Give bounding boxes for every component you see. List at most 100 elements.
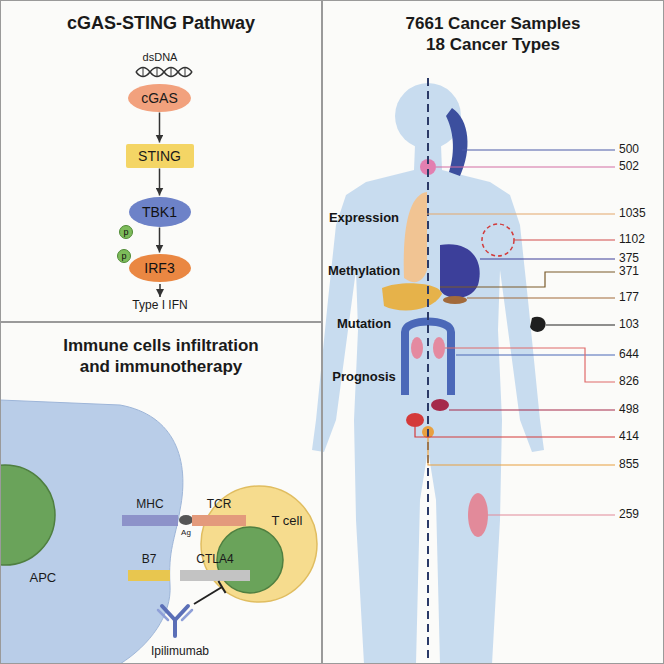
part-label: Type I IFN (132, 299, 187, 313)
organ-shape (433, 337, 445, 359)
panel-box: 7661 Cancer Samples 18 Cancer Types (322, 0, 664, 664)
sample-count: 498 (619, 403, 639, 417)
leader-line (415, 150, 615, 515)
label-holder: 375 (619, 252, 639, 266)
dna-helix (136, 68, 192, 77)
sample-count: 826 (619, 375, 639, 389)
data-type-label: Methylation (328, 264, 400, 279)
t-cell (201, 486, 317, 602)
sample-count: 1035 (619, 207, 646, 221)
label-holder: 1035 (619, 207, 646, 221)
leader-line (480, 258, 615, 259)
phosphate-dot (118, 250, 131, 263)
data-type-label: Mutation (337, 317, 391, 332)
sample-count: 500 (619, 143, 639, 157)
panel-heading: cGAS-STING Pathway (21, 13, 301, 34)
dna-helix (171, 68, 172, 76)
label-holder: Type I IFN (132, 299, 187, 313)
label-holder: 177 (619, 291, 639, 305)
leader-line (488, 514, 615, 515)
sample-count: 375 (619, 252, 639, 266)
organ-shape (382, 283, 442, 310)
part-label: B7 (142, 553, 157, 567)
ifn-arrow (159, 284, 161, 297)
part-label: Ag (181, 528, 191, 537)
label-holder: Mutation (337, 317, 391, 332)
leader-line (427, 213, 615, 214)
pathway-ellipse: IRF3 (129, 254, 191, 282)
receptor-bar (122, 515, 250, 581)
leader-line (449, 409, 615, 410)
part-label: MHC (136, 498, 163, 512)
part-label: Ipilimumab (151, 645, 209, 659)
ifn-arrow (160, 284, 161, 297)
label-holder: MHC (136, 498, 163, 512)
leader-line (440, 272, 615, 287)
organ-shape (482, 224, 514, 256)
panel-box: Immune cells infiltration and immunother… (0, 322, 322, 664)
receptor-bar (180, 570, 250, 581)
leader-line (428, 438, 615, 465)
antibody-symbol (182, 610, 192, 620)
label-holder: Ipilimumab (151, 645, 209, 659)
label-holder: 826 (619, 375, 639, 389)
leader-line (514, 239, 615, 240)
pathway-arrow (159, 113, 161, 143)
organ-shape (406, 413, 424, 427)
organ-shape (530, 317, 546, 332)
label-holder: TCR (207, 498, 232, 512)
receptor-bar (128, 570, 170, 581)
organ-shape (446, 108, 468, 176)
leader-line (546, 324, 615, 325)
organ-shape (468, 493, 488, 537)
leader-line (436, 166, 615, 167)
antibody-symbol (175, 606, 188, 620)
inhibition-line (194, 581, 226, 604)
phosphate-dot (120, 226, 133, 239)
inhibition-line (218, 581, 225, 593)
label-holder: Expression (329, 211, 399, 226)
inhibition-line (194, 587, 222, 604)
midline (427, 78, 429, 664)
organ-shape (411, 337, 423, 359)
node-label: TBK1 (142, 204, 177, 220)
sample-count: 371 (619, 265, 639, 279)
label-holder: 498 (619, 403, 639, 417)
pathway-arrow (159, 169, 161, 196)
midline (428, 78, 429, 664)
apc-cell (0, 465, 55, 565)
sample-count: 855 (619, 458, 639, 472)
panel-box: cGAS-STING Pathway cGAS STING TBK1IRF3 (0, 0, 322, 322)
pathway-ellipse: TBK1 (129, 197, 191, 227)
apc-cell (0, 400, 183, 664)
sample-count: 103 (619, 318, 639, 332)
sample-count: 1102 (619, 233, 645, 247)
dna-helix (185, 68, 186, 76)
pathway-arrow (159, 228, 161, 253)
label-holder: 644 (619, 348, 639, 362)
panel-heading: 7661 Cancer Samples 18 Cancer Types (402, 13, 584, 55)
organ-shape (440, 244, 480, 298)
part-label: p (121, 251, 126, 261)
organ-shape (404, 192, 427, 282)
node-label: STING (138, 148, 181, 164)
pathway-ellipse: cGAS (128, 84, 191, 112)
sample-count: 644 (619, 348, 639, 362)
label-holder: Ag (181, 528, 191, 537)
receptor-bar (122, 515, 178, 526)
sample-count: 177 (619, 291, 639, 305)
dna-helix (136, 68, 192, 77)
label-holder: p (123, 227, 128, 237)
sample-count: 502 (619, 160, 639, 174)
organ-shape (382, 108, 546, 537)
label-holder: 1102 (619, 233, 645, 247)
node-label: APC (30, 570, 57, 585)
label-holder: 855 (619, 458, 639, 472)
leader-line (456, 354, 615, 355)
label-holder: 103 (619, 318, 639, 332)
antibody-symbol (158, 610, 168, 620)
data-type-label: Prognosis (332, 370, 396, 385)
data-type-label: Expression (329, 211, 399, 226)
dna-helix (143, 68, 144, 76)
